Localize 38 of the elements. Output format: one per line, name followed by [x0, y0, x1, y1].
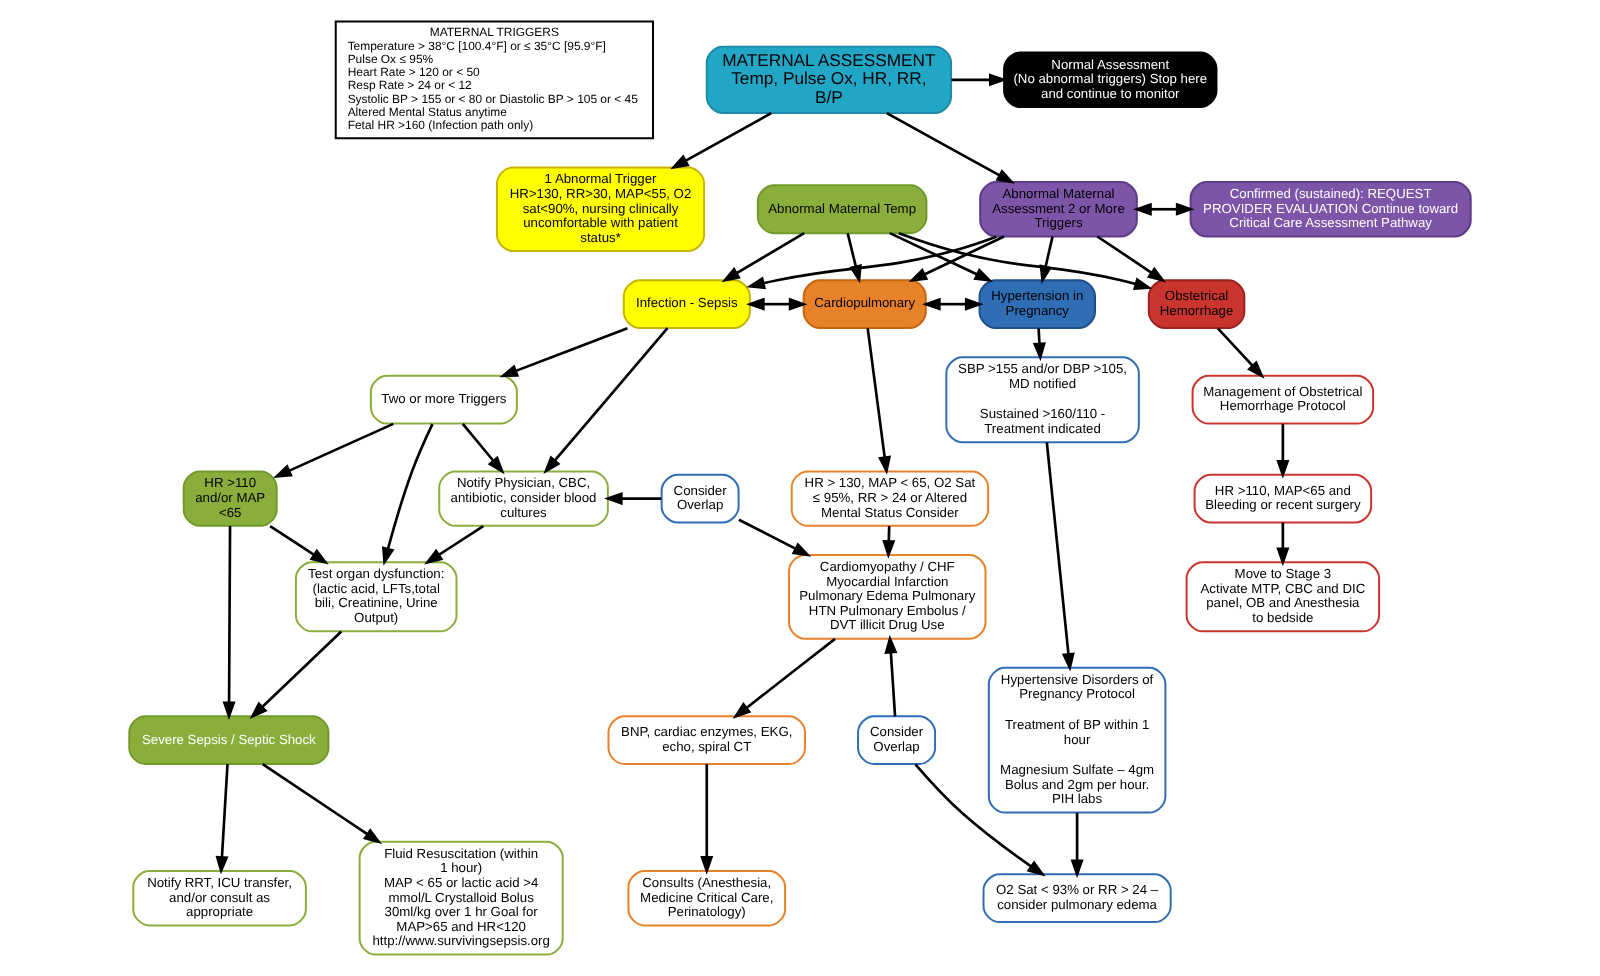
arrow	[461, 423, 505, 475]
arrow	[261, 763, 382, 844]
arrow	[249, 630, 343, 720]
arrow	[1096, 235, 1167, 283]
arrow	[721, 232, 805, 283]
arrow	[884, 634, 898, 717]
arrow	[746, 235, 997, 290]
arrow	[269, 524, 329, 565]
arrow	[604, 492, 662, 506]
arrow	[222, 525, 236, 721]
arrow	[424, 524, 485, 565]
arrow	[1045, 442, 1075, 672]
arrow	[499, 326, 628, 378]
arrow	[738, 518, 812, 557]
arrow	[1276, 522, 1290, 567]
arrow	[1032, 328, 1046, 362]
arrow	[1276, 423, 1290, 479]
arrow	[1070, 812, 1084, 879]
arrow	[951, 73, 1008, 87]
arrow	[914, 763, 1046, 877]
arrow	[866, 328, 891, 475]
arrow	[1216, 327, 1265, 379]
arrow	[1039, 236, 1054, 284]
arrow	[889, 231, 993, 282]
node-box: MATERNAL ASSESSMENT Temp, Pulse Ox, HR, RR, B/P	[705, 45, 952, 114]
arrow	[543, 327, 669, 474]
arrow	[898, 232, 1153, 290]
arrow	[746, 297, 808, 311]
arrow	[273, 422, 394, 478]
arrow	[215, 764, 229, 875]
arrow	[670, 111, 772, 170]
arrow	[700, 764, 714, 875]
arrow	[732, 637, 836, 719]
arrow	[922, 297, 984, 311]
arrow	[886, 111, 1015, 184]
arrow	[1133, 202, 1195, 216]
arrow	[908, 235, 1005, 282]
arrow	[381, 423, 434, 566]
